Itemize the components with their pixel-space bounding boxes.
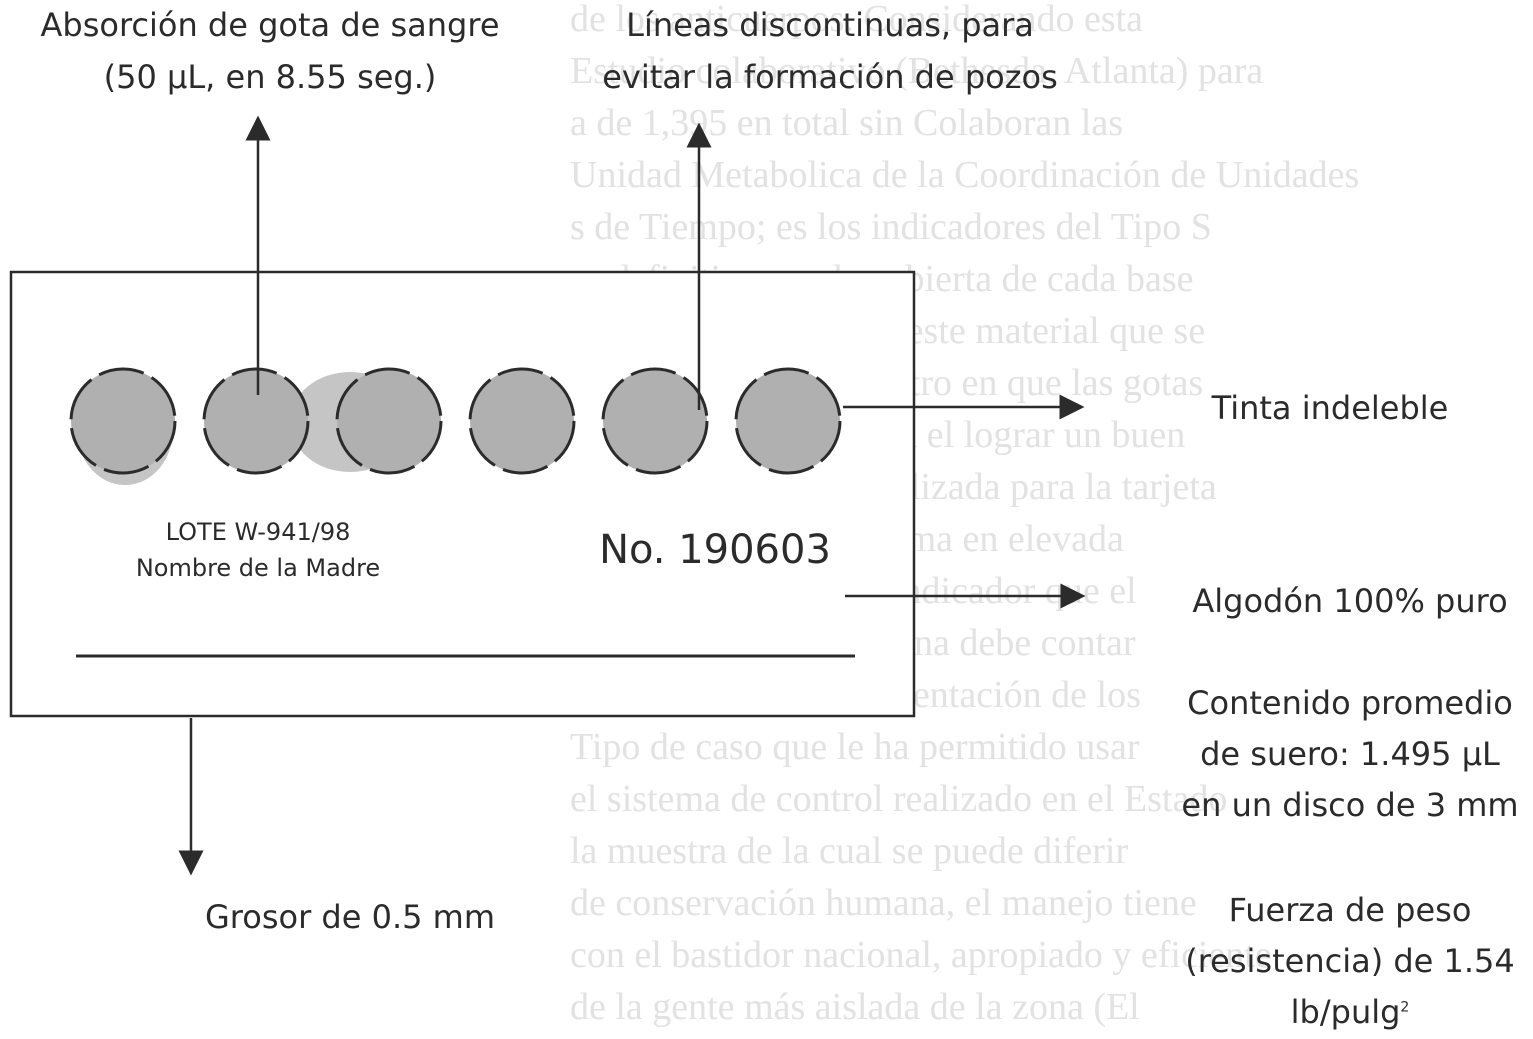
absorption-amount-label: (50 µL, en 8.55 seg.): [103, 58, 437, 96]
background-text-line: s de Tiempo; es los indicadores del Tipo…: [570, 206, 1212, 248]
filter-card: [9, 270, 916, 718]
blood-spot-circle: [335, 367, 443, 475]
serum-label-2: de suero: 1.495 µL: [1200, 735, 1500, 773]
blood-spot-circle: [468, 367, 576, 475]
blood-spots: [69, 367, 842, 475]
cotton-label: Algodón 100% puro: [1192, 582, 1508, 620]
background-text-line: de los anticuerpos. Considerando esta: [570, 0, 1144, 40]
strength-label-2: (resistencia) de 1.54: [1185, 942, 1515, 980]
background-text-line: Tipo de caso que le ha permitido usar: [570, 726, 1140, 768]
background-text-line: de conservación humana, el manejo tiene: [570, 882, 1197, 924]
background-text-line: Unidad Metabolica de la Coordinación de …: [570, 154, 1360, 196]
absorption-label: Absorción de gota de sangre: [40, 6, 500, 44]
card-number: No. 190603: [599, 527, 831, 573]
dashed-lines-label-2: evitar la formación de pozos: [602, 58, 1058, 96]
serum-label-3: en un disco de 3 mm: [1181, 786, 1519, 824]
strength-unit-exponent: 2: [1400, 999, 1410, 1016]
background-text-line: de la gente más aislada de la zona (El: [570, 986, 1140, 1028]
serum-label-1: Contenido promedio: [1187, 684, 1513, 722]
lot-label: LOTE W-941/98: [165, 518, 351, 546]
strength-label-1: Fuerza de peso: [1228, 891, 1472, 929]
background-text-line: Estudio colaborativo (Bethesda, Atlanta)…: [570, 50, 1264, 92]
background-text-line: a de 1,395 en total sin Colaboran las: [570, 102, 1123, 144]
background-text-line: el sistema de control realizado en el Es…: [570, 778, 1228, 820]
mother-name-label: Nombre de la Madre: [135, 554, 381, 582]
background-text-line: la muestra de la cual se puede diferir: [570, 830, 1129, 872]
ink-label: Tinta indeleble: [1211, 389, 1449, 427]
strength-unit: lb/pulg: [1290, 993, 1401, 1031]
strength-label-3: lb/pulg2: [1160, 987, 1533, 1037]
blood-spot-circle: [734, 367, 842, 475]
blood-spot-circle: [69, 367, 177, 475]
blood-spot-circle: [601, 367, 709, 475]
background-text-line: con el bastidor nacional, apropiado y ef…: [570, 934, 1272, 976]
thickness-label: Grosor de 0.5 mm: [205, 898, 495, 936]
dashed-lines-label: Líneas discontinuas, para: [626, 6, 1034, 44]
blood-spot-circle: [202, 367, 310, 475]
